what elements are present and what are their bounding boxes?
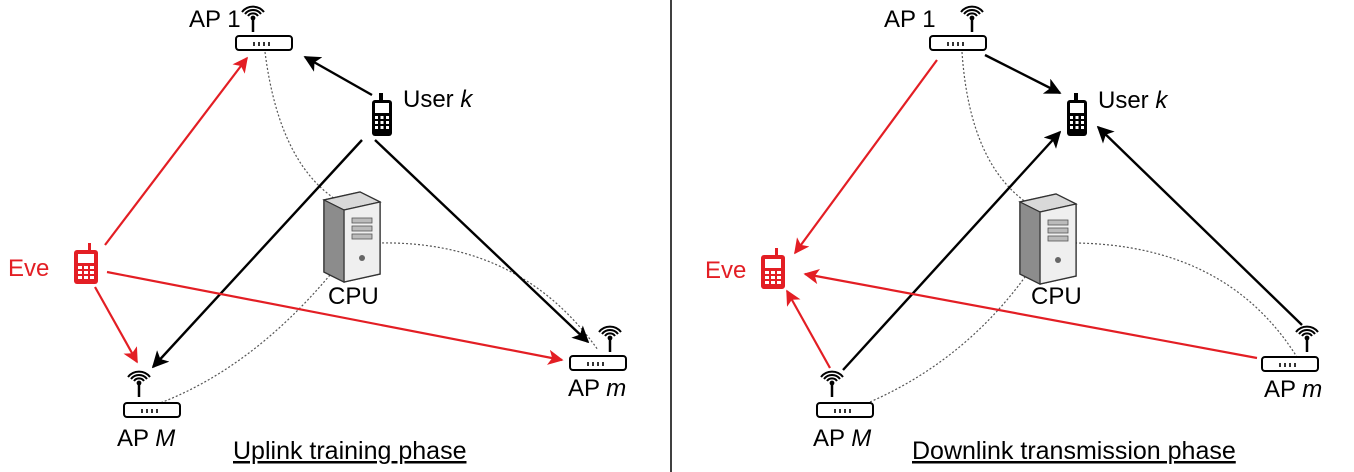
apm-label: AP m: [568, 375, 626, 402]
ap1-node: AP 1: [189, 5, 293, 51]
apM-node: AP M: [813, 370, 874, 452]
wifi-icon: [819, 370, 845, 399]
arrow-ap1-to-user: [984, 53, 1062, 95]
downlink-caption: Downlink transmission phase: [912, 437, 1236, 465]
eve-node: Eve: [8, 243, 98, 284]
wifi-icon: [1294, 325, 1320, 354]
user-node: User k: [372, 86, 474, 136]
server-icon: [323, 191, 381, 283]
eve-arrow-to-apm: [106, 270, 564, 365]
arrow-apM-to-user: [842, 130, 1062, 371]
wifi-icon: [597, 325, 623, 354]
eve-arrow-to-ap1: [104, 56, 248, 246]
user-node: User k: [1067, 87, 1169, 136]
arrow-user-to-ap1: [303, 55, 373, 97]
arrow-user-to-apm: [374, 139, 590, 344]
ap1-node: AP 1: [884, 5, 987, 51]
backhaul-cpu-apm: [377, 242, 599, 351]
apm-node: AP m: [568, 325, 627, 402]
wifi-icon: [959, 5, 985, 34]
backhaul-cpu-apm: [1074, 242, 1301, 363]
user-label: User k: [1098, 87, 1169, 114]
cpu-label: CPU: [1031, 283, 1082, 310]
apm-node: AP m: [1261, 325, 1322, 403]
access-point-icon: [816, 402, 874, 418]
wifi-icon: [126, 370, 152, 399]
access-point-icon: [929, 35, 987, 51]
server-icon: [1019, 193, 1077, 285]
eve-label: Eve: [705, 257, 746, 284]
cpu-label: CPU: [328, 283, 379, 310]
ap1-label: AP 1: [189, 6, 241, 33]
downlink-panel: AP 1 User k Eve CPU AP m AP M: [705, 5, 1322, 465]
cpu-node: CPU: [323, 191, 381, 310]
backhaul-ap1-cpu: [264, 51, 346, 206]
access-point-icon: [569, 355, 627, 371]
eve-arrow-from-apm: [803, 268, 1258, 360]
cpu-node: CPU: [1019, 193, 1082, 310]
phone-icon: [1067, 93, 1087, 136]
arrow-user-to-apM: [151, 139, 363, 369]
user-label: User k: [403, 86, 474, 113]
wifi-icon: [240, 5, 266, 34]
apm-label: AP m: [1264, 376, 1322, 403]
apM-node: AP M: [117, 370, 181, 452]
eve-label: Eve: [8, 255, 49, 282]
access-point-icon: [123, 402, 181, 418]
eve-phone-icon: [74, 243, 98, 284]
uplink-caption: Uplink training phase: [233, 437, 466, 465]
phone-icon: [372, 93, 392, 136]
eve-node: Eve: [705, 248, 785, 289]
arrow-apm-to-user: [1096, 125, 1303, 326]
apM-label: AP M: [813, 425, 871, 452]
apM-label: AP M: [117, 425, 175, 452]
access-point-icon: [235, 35, 293, 51]
eve-arrow-from-apM: [786, 289, 831, 369]
eve-arrow-to-apM: [94, 286, 138, 364]
backhaul-cpu-apM: [154, 274, 331, 406]
eve-arrow-from-ap1: [794, 59, 938, 255]
backhaul-ap1-cpu: [961, 51, 1036, 209]
uplink-panel: AP 1 User k Eve CPU AP m AP M: [8, 5, 627, 465]
access-point-icon: [1261, 356, 1319, 372]
eve-phone-icon: [761, 248, 785, 289]
ap1-label: AP 1: [884, 6, 936, 33]
backhaul-cpu-apM: [844, 269, 1031, 413]
